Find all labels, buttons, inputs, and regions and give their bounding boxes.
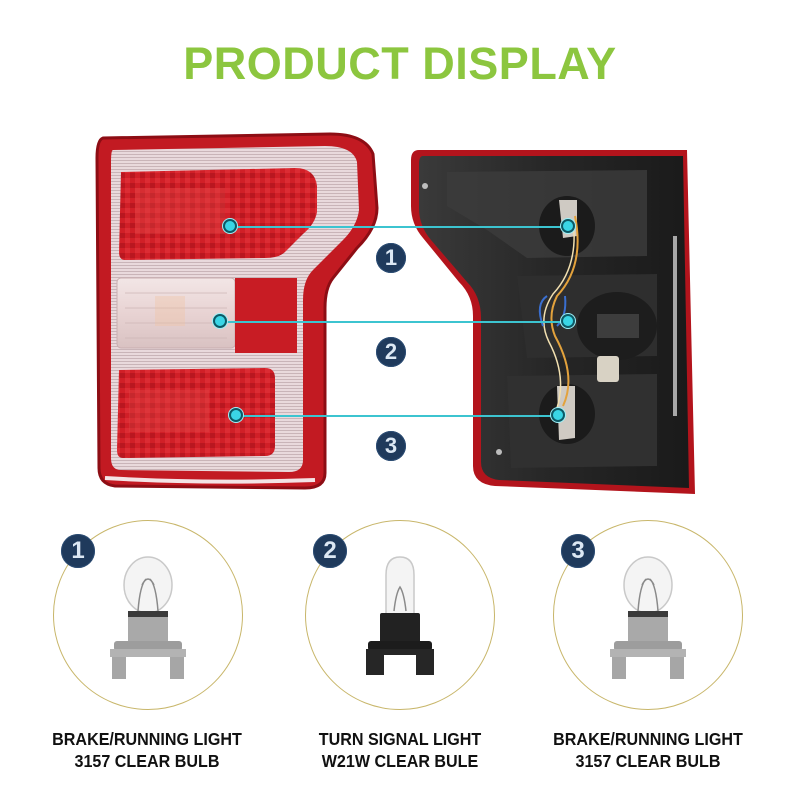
bulb-label-1: BRAKE/RUNNING LIGHT 3157 CLEAR BULB	[27, 728, 266, 772]
callout-badge-3: 3	[376, 431, 406, 461]
callout-dot-front-1	[223, 219, 237, 233]
page-title: PRODUCT DISPLAY	[183, 38, 617, 89]
callout-line-1	[230, 226, 568, 228]
callout-dot-back-2	[561, 314, 575, 328]
bulb-3-type: BRAKE/RUNNING LIGHT	[553, 729, 743, 749]
bulb-card-2: 2	[305, 520, 495, 710]
callout-dot-back-1	[561, 219, 575, 233]
bulb-card-3: 3	[553, 520, 743, 710]
callout-dot-back-3	[551, 408, 565, 422]
bulb-3157-grey-socket-icon	[610, 556, 686, 679]
bulb-2-model: W21W CLEAR BULE	[321, 751, 479, 771]
bulb-card-1: 1	[53, 520, 243, 710]
callout-line-3	[236, 415, 558, 417]
callout-dot-front-3	[229, 408, 243, 422]
callout-badge-1: 1	[376, 243, 406, 273]
tail-light-front-image	[95, 132, 379, 490]
bulb-w21w-black-socket-icon	[366, 556, 434, 675]
bulb-3157-grey-socket-icon	[110, 556, 186, 679]
callout-line-2	[220, 321, 568, 323]
bulb-3-model: 3157 CLEAR BULB	[575, 751, 721, 771]
bulb-1-model: 3157 CLEAR BULB	[74, 751, 220, 771]
callout-badge-2: 2	[376, 337, 406, 367]
bulb-2-type: TURN SIGNAL LIGHT	[318, 729, 482, 749]
bulb-badge-2: 2	[313, 534, 347, 568]
bulb-1-type: BRAKE/RUNNING LIGHT	[52, 729, 242, 749]
bulb-badge-3: 3	[561, 534, 595, 568]
bulb-label-2: TURN SIGNAL LIGHT W21W CLEAR BULE	[280, 728, 519, 772]
bulb-badge-1: 1	[61, 534, 95, 568]
bulb-label-3: BRAKE/RUNNING LIGHT 3157 CLEAR BULB	[528, 728, 767, 772]
callout-dot-front-2	[213, 314, 227, 328]
